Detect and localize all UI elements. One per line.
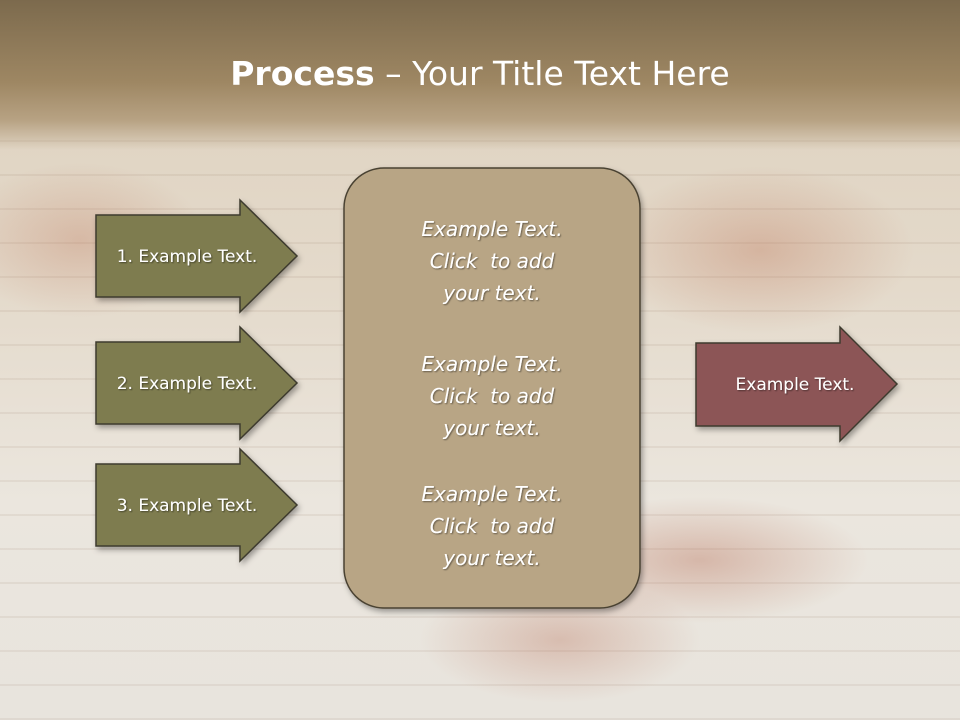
left-arrow-2-shape xyxy=(95,325,299,441)
right-arrow[interactable]: Example Text. xyxy=(695,325,899,443)
center-block-2-line-3: your text. xyxy=(442,416,541,440)
center-block-1-line-3: your text. xyxy=(442,281,541,305)
left-arrow-2-label: 2. Example Text. xyxy=(117,374,258,394)
center-block-1-line-1: Example Text. xyxy=(421,217,562,241)
center-block-2-line-1: Example Text. xyxy=(421,352,562,376)
center-block-3-line-3: your text. xyxy=(442,546,541,570)
center-box[interactable]: Example Text. Click to add your text. Ex… xyxy=(343,167,641,609)
center-block-3-line-2: Click to add xyxy=(430,514,555,538)
left-arrow-3-shape xyxy=(95,447,299,563)
center-box-shape xyxy=(343,167,641,609)
left-arrow-3[interactable]: 3. Example Text. xyxy=(95,447,299,563)
left-arrow-3-label: 3. Example Text. xyxy=(117,496,258,516)
left-arrow-1[interactable]: 1. Example Text. xyxy=(95,198,299,314)
title-header-band xyxy=(0,0,960,150)
title-rest-part: – Your Title Text Here xyxy=(374,54,730,93)
left-arrow-1-shape xyxy=(95,198,299,314)
right-arrow-label: Example Text. xyxy=(736,375,855,395)
title-bold-part: Process xyxy=(230,54,375,93)
center-block-3-line-1: Example Text. xyxy=(421,482,562,506)
left-arrow-2[interactable]: 2. Example Text. xyxy=(95,325,299,441)
center-block-2-line-2: Click to add xyxy=(430,384,555,408)
right-arrow-shape xyxy=(695,325,899,443)
left-arrow-1-label: 1. Example Text. xyxy=(117,247,258,267)
slide-title[interactable]: Process – Your Title Text Here xyxy=(0,52,960,96)
center-block-1-line-2: Click to add xyxy=(430,249,555,273)
